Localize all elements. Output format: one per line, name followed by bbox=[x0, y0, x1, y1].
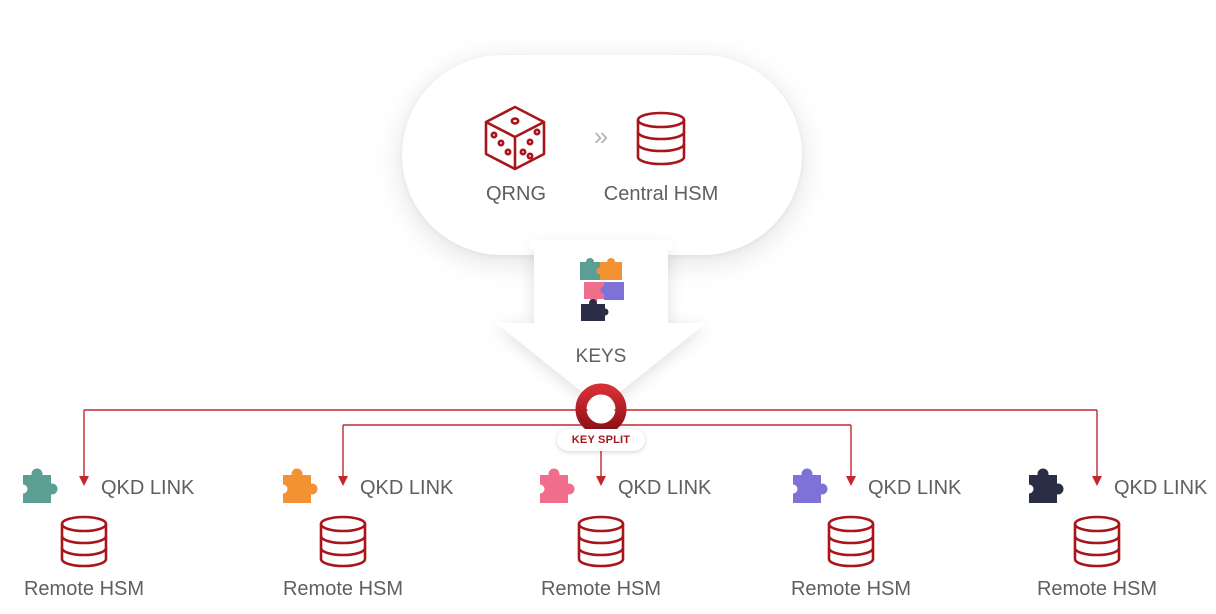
remote-hsm-label: Remote HSM bbox=[282, 578, 404, 600]
remote-database-icon bbox=[319, 515, 367, 568]
dice-icon bbox=[484, 105, 546, 171]
puzzle-piece-teal-icon bbox=[18, 468, 58, 503]
qkd-link-label: QKD LINK bbox=[618, 477, 712, 499]
remote-database-icon bbox=[827, 515, 875, 568]
puzzle-keys-icon bbox=[580, 258, 624, 321]
central-database-icon bbox=[636, 111, 686, 166]
qkd-link-label: QKD LINK bbox=[360, 477, 454, 499]
remote-hsm-label: Remote HSM bbox=[540, 578, 662, 600]
qkd-link-label: QKD LINK bbox=[868, 477, 962, 499]
keys-label: KEYS bbox=[575, 346, 627, 367]
remote-database-icon bbox=[1073, 515, 1121, 568]
source-panel bbox=[402, 55, 802, 255]
qkd-link-label: QKD LINK bbox=[1114, 477, 1208, 499]
qrng-label: QRNG bbox=[486, 183, 546, 205]
puzzle-piece-pink-icon bbox=[535, 468, 575, 503]
remote-hsm-label: Remote HSM bbox=[23, 578, 145, 600]
remote-hsm-label: Remote HSM bbox=[790, 578, 912, 600]
remote-hsm-label: Remote HSM bbox=[1036, 578, 1158, 600]
remote-database-icon bbox=[60, 515, 108, 568]
puzzle-piece-orange-icon bbox=[278, 468, 318, 503]
puzzle-piece-purple-icon bbox=[788, 468, 828, 503]
puzzle-piece-navy-icon bbox=[1024, 468, 1064, 503]
key-split-badge: KEY SPLIT bbox=[557, 429, 645, 451]
remote-database-icon bbox=[577, 515, 625, 568]
qkd-link-label: QKD LINK bbox=[101, 477, 195, 499]
flow-chevron-icon: » bbox=[593, 121, 609, 151]
central-hsm-label: Central HSM bbox=[603, 183, 719, 205]
